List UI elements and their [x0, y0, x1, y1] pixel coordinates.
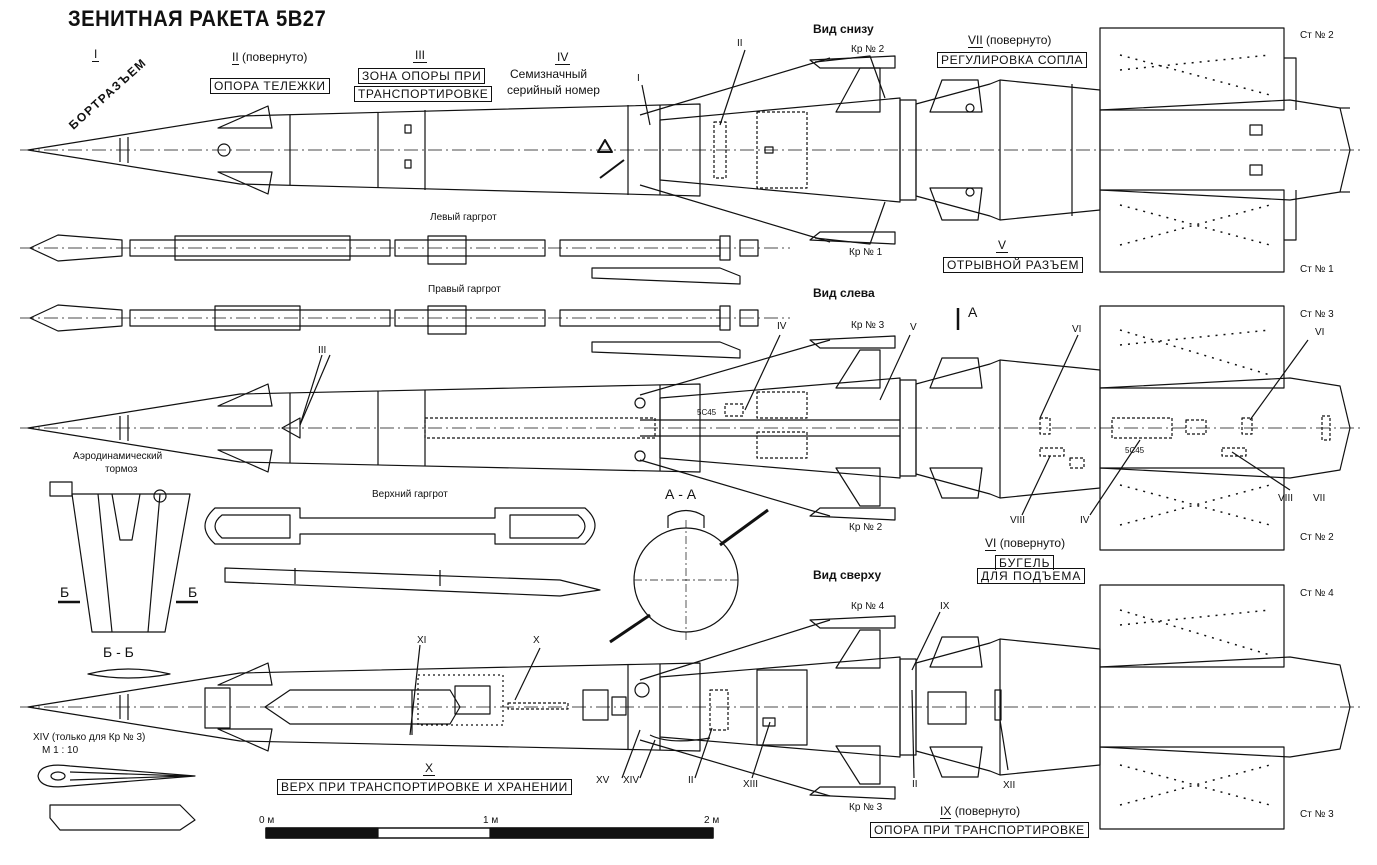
callout-viii-marker-left: VIII [1010, 515, 1026, 526]
callout-ii-number: II [232, 50, 239, 65]
section-a-a-label: А - А [665, 486, 697, 502]
upper-fairing-label: Верхний гаргрот [372, 489, 448, 500]
aero-brake-label-2: тормоз [105, 464, 138, 475]
scale-label-1: 1 м [483, 815, 499, 826]
callout-ii-note: (повернуто) [242, 50, 308, 64]
callout-iv-text-1: Семизначный [510, 67, 588, 81]
callout-ii-marker-rear: II [912, 779, 918, 790]
callout-ix-number: IX [940, 804, 952, 819]
callout-xiv-marker: XIV [623, 775, 640, 786]
callout-iv-number: IV [555, 50, 571, 65]
detail-xiv-scale: М 1 : 10 [42, 745, 79, 756]
callout-iii-text-2: ТРАНСПОРТИРОВКЕ [354, 86, 493, 102]
wing-kr3-label-bottom: Кр № 3 [849, 802, 883, 813]
section-a-a-drawing [609, 508, 769, 644]
detail-xiv-drawing [37, 764, 196, 831]
marking-label-right: 5С45 [1125, 446, 1145, 455]
callout-vi-header: VI (повернуто) [985, 536, 1066, 551]
callout-ix-text: ОПОРА ПРИ ТРАНСПОРТИРОВКЕ [870, 822, 1089, 838]
left-fairing-drawing [20, 234, 790, 285]
callout-vi-marker-left: VI [1072, 324, 1082, 335]
callout-v-number: V [996, 238, 1009, 253]
stab-st3-label-top: Ст № 3 [1300, 309, 1334, 320]
wing-kr1-label: Кр № 1 [849, 247, 883, 258]
wing-kr2-label-top: Кр № 2 [851, 44, 885, 55]
wing-kr3-label-top: Кр № 3 [851, 320, 885, 331]
detail-xiv-label: XIV (только для Кр № 3) [33, 732, 146, 743]
callout-vi-number: VI [985, 536, 997, 551]
callout-vi-text-1: БУГЕЛЬ [995, 555, 1055, 570]
callout-vii-note: (повернуто) [986, 33, 1052, 47]
top-view-missile [20, 584, 1360, 830]
callout-vii-marker: VII [1313, 493, 1326, 504]
callout-vii-number: VII [968, 33, 983, 48]
marking-label-left: 5С45 [697, 408, 717, 417]
left-fairing-label: Левый гаргрот [430, 212, 497, 223]
stab-st4-label: Ст № 4 [1300, 588, 1334, 599]
view-label-top: Вид сверху [813, 568, 882, 582]
left-view-missile [20, 305, 1360, 551]
callout-v-text: ОТРЫВНОЙ РАЗЪЕМ [943, 257, 1084, 273]
callout-ix-marker: IX [940, 601, 950, 612]
section-a-marker: А [968, 304, 978, 320]
callout-x-marker: X [533, 635, 540, 646]
callout-i-number: I [92, 47, 100, 62]
callout-xi-marker: XI [417, 635, 427, 646]
callout-xii-marker: XII [1003, 780, 1016, 791]
aero-brake-drawing [49, 481, 198, 633]
callout-viii-marker-right: VIII [1278, 493, 1294, 504]
bottom-view-missile [20, 27, 1360, 273]
wing-kr4-label: Кр № 4 [851, 601, 885, 612]
callout-xv-marker: XV [596, 775, 610, 786]
callout-iv-text-2: серийный номер [507, 83, 600, 97]
callout-iv-marker: IV [777, 321, 787, 332]
callout-iii-number: III [413, 48, 428, 63]
drawing-title: ЗЕНИТНАЯ РАКЕТА 5В27 [68, 6, 327, 31]
callout-ix-note: (повернуто) [954, 804, 1021, 818]
callout-iii-marker: III [318, 345, 327, 356]
callout-vii-header: VII (повернуто) [968, 33, 1052, 48]
callout-v-marker: V [910, 322, 917, 333]
scale-label-2: 2 м [704, 815, 720, 826]
wing-kr2-label-bottom: Кр № 2 [849, 522, 883, 533]
stab-st2-label-bottom: Ст № 2 [1300, 532, 1334, 543]
stab-st2-label-top: Ст № 2 [1300, 30, 1334, 41]
section-b-marker-left: Б [60, 584, 70, 600]
callout-x-text: ВЕРХ ПРИ ТРАНСПОРТИРОВКЕ И ХРАНЕНИИ [277, 779, 572, 795]
view-label-left: Вид слева [813, 286, 875, 300]
section-b-marker-right: Б [188, 584, 198, 600]
callout-iii-text-1: ЗОНА ОПОРЫ ПРИ [358, 68, 486, 84]
callout-vii-text: РЕГУЛИРОВКА СОПЛА [937, 52, 1088, 68]
right-fairing-drawing [20, 304, 790, 359]
scale-label-0: 0 м [259, 815, 275, 826]
section-b-b-label: Б - Б [103, 644, 134, 660]
callout-ii-marker-top: II [688, 775, 694, 786]
upper-fairing-drawing [204, 507, 601, 597]
callout-ii-marker: II [737, 38, 743, 49]
callout-vi-note: (повернуто) [999, 536, 1066, 550]
callout-ii-header: II (повернуто) [232, 50, 308, 65]
stab-st1-label: Ст № 1 [1300, 264, 1334, 275]
aero-brake-label-1: Аэродинамический [73, 451, 163, 462]
callout-ix-header: IX (повернуто) [940, 804, 1021, 819]
callout-vi-marker-right: VI [1315, 327, 1325, 338]
callout-vi-text-2: ДЛЯ ПОДЪЕМА [977, 568, 1086, 584]
stab-st3-label-bottom: Ст № 3 [1300, 809, 1334, 820]
right-fairing-label: Правый гаргрот [428, 284, 501, 295]
callout-iv-marker-right: IV [1080, 515, 1090, 526]
scale-bar [265, 827, 714, 839]
callout-i-marker: I [637, 73, 640, 84]
callout-ii-text: ОПОРА ТЕЛЕЖКИ [210, 78, 330, 94]
callout-x-number: X [423, 761, 436, 776]
view-label-bottom: Вид снизу [813, 22, 874, 36]
callout-xiii-marker: XIII [743, 779, 759, 790]
section-b-b-drawing [87, 668, 171, 679]
